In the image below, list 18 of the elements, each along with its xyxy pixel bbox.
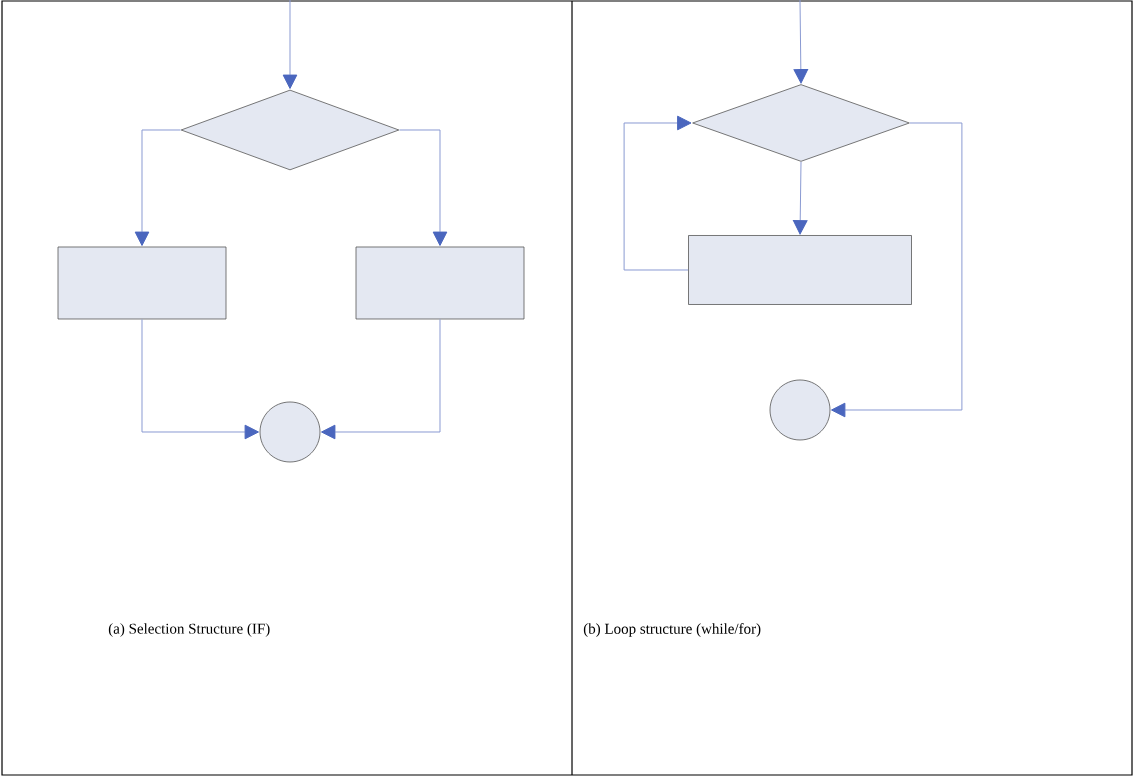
arrow (282, 0, 298, 89)
process-box (57, 246, 227, 320)
connector-circle (259, 401, 321, 463)
caption: (a) Selection Structure (IF) (108, 623, 270, 637)
process-box (688, 235, 912, 305)
arrow (141, 318, 259, 440)
arrow (134, 129, 182, 246)
connector-circle (769, 379, 831, 441)
arrow (831, 122, 963, 418)
decision-diamond (180, 89, 400, 171)
decision-diamond (692, 84, 910, 162)
caption: (b) Loop structure (while/for) (583, 623, 761, 637)
arrow (793, 0, 809, 84)
arrow (792, 161, 808, 235)
process-box (355, 246, 525, 320)
arrow (623, 115, 692, 271)
arrow (321, 318, 441, 440)
arrow (398, 129, 448, 246)
